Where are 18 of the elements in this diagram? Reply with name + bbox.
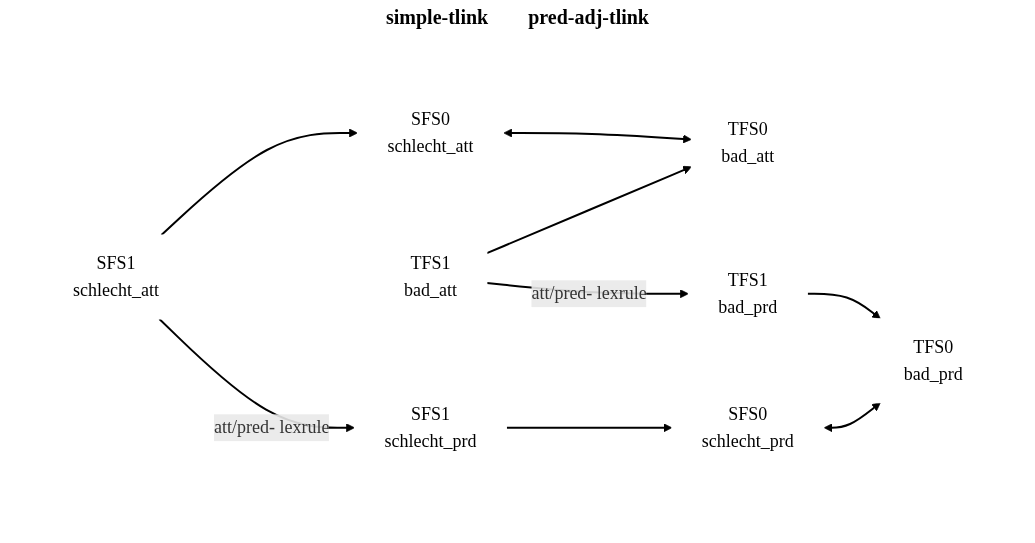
node-text: TFS1 bad_att [403,252,457,300]
node-text: SFS1 schlecht_prd [384,403,476,451]
arrow [505,423,672,432]
node-text: TFS0 bad_att [720,118,774,166]
arrow [823,401,881,432]
arrow [485,165,692,254]
node-text: TFS1 bad_prd [717,269,777,317]
arrow [503,128,692,143]
edge-label: att/pred- lexrule [213,416,330,437]
node-text: TFS0 bad_prd [903,336,963,384]
arrow [160,128,358,236]
edge-label: att/pred- lexrule [530,282,647,303]
node-text: SFS0 schlecht_att [387,108,473,156]
node-text: SFS1 schlecht_att [72,252,159,300]
arrow [805,292,881,319]
diagram-heading: pred-adj-tlink [528,6,649,29]
node-text: SFS0 schlecht_prd [701,403,794,451]
diagram-heading: simple-tlink [386,6,489,29]
